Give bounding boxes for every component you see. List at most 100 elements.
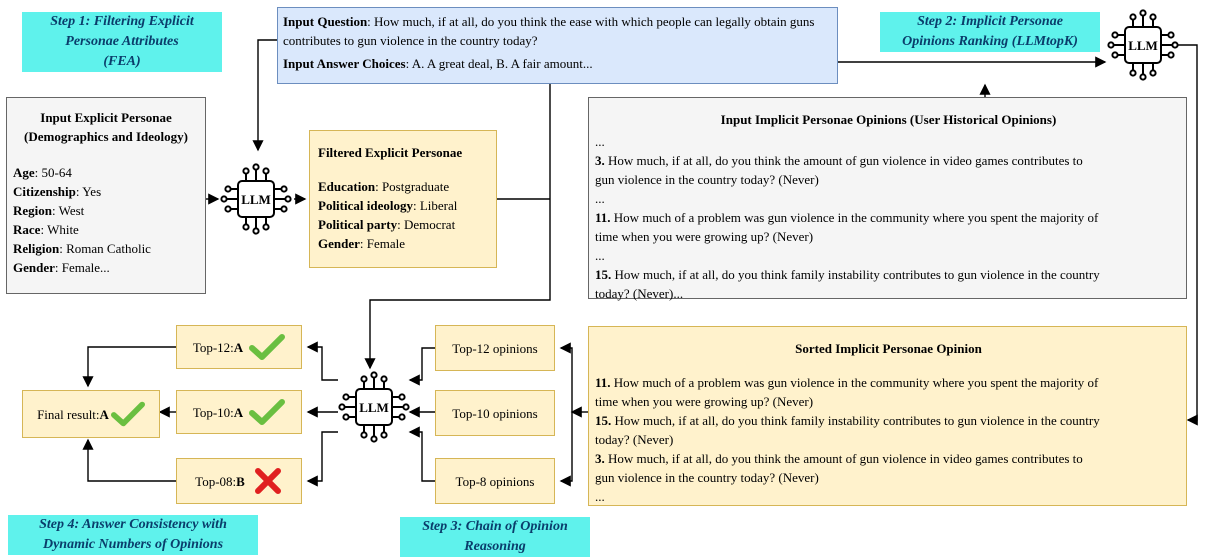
opinion-text: How much, if at all, do you think the am…: [604, 451, 1083, 466]
implicit-opinions-list: ...3. How much, if at all, do you think …: [595, 132, 1182, 303]
arrow-ans12-to-final: [82, 346, 176, 388]
attribute-key: Age: [13, 165, 35, 180]
opinion-line: today? (Never): [595, 430, 1182, 449]
arrow-llm3-to-ans12: [306, 341, 338, 381]
explicit-personae-title: Input Explicit Personae (Demographics an…: [24, 110, 188, 144]
attribute-key: Gender: [13, 260, 55, 275]
opinion-set-top10: Top-10 opinions: [435, 390, 555, 436]
opinion-text: ...: [595, 191, 605, 206]
arrow-to-llm3: [364, 84, 551, 370]
attribute-row: Gender: Female: [318, 234, 488, 253]
attribute-row: Religion: Roman Catholic: [13, 239, 199, 258]
opinion-line: ...: [595, 132, 1182, 151]
attribute-row: Age: 50-64: [13, 163, 199, 182]
opinion-text: How much, if at all, do you think the am…: [604, 153, 1083, 168]
attribute-key: Region: [13, 203, 52, 218]
opinion-text: How much, if at all, do you think family…: [611, 267, 1100, 282]
question-label: Input Question: [283, 14, 368, 29]
input-question-box: Input Question: How much, if at all, do …: [277, 7, 838, 84]
opinion-line: ...: [595, 487, 1182, 506]
final-result-box: Final result: A: [22, 390, 160, 438]
filtered-explicit-personae-box: Filtered Explicit Personae Education: Po…: [309, 130, 497, 268]
opinion-text: time when you were growing up? (Never): [595, 394, 814, 409]
cross-icon: [254, 468, 281, 494]
llm-label: LLM: [359, 400, 389, 415]
arrow-top12-to-llm3: [408, 347, 435, 386]
opinion-text: gun violence in the country today? (Neve…: [595, 172, 819, 187]
step2-caption: Step 2: Implicit Personae Opinions Ranki…: [880, 12, 1100, 52]
attribute-key: Gender: [318, 236, 360, 251]
answer-top10: Top-10: A: [176, 390, 302, 434]
llm-label: LLM: [1128, 38, 1158, 53]
opinion-line: 3. How much, if at all, do you think the…: [595, 449, 1182, 468]
opinion-line: gun violence in the country today? (Neve…: [595, 170, 1182, 189]
cpu-chip-icon: LLM: [1107, 9, 1179, 81]
attribute-value: : Liberal: [412, 198, 458, 213]
answer-choices-text: : A. A great deal, B. A fair amount...: [405, 56, 593, 71]
attribute-row: Gender: Female...: [13, 258, 199, 277]
opinion-number: 15.: [595, 413, 612, 428]
cpu-chip-icon: LLM: [220, 163, 292, 235]
attribute-row: Political ideology: Liberal: [318, 196, 488, 215]
attribute-row: Region: West: [13, 201, 199, 220]
step3-caption: Step 3: Chain of Opinion Reasoning: [400, 517, 590, 557]
question-text: : How much, if at all, do you think the …: [283, 14, 815, 48]
opinion-text: gun violence in the country today? (Neve…: [595, 470, 819, 485]
attribute-value: : West: [52, 203, 85, 218]
opinion-text: today? (Never): [595, 432, 674, 447]
opinion-line: today? (Never)...: [595, 284, 1182, 303]
attribute-row: Race: White: [13, 220, 199, 239]
check-icon: [249, 399, 286, 425]
step4-caption: Step 4: Answer Consistency with Dynamic …: [8, 515, 258, 555]
arrow-ans08-to-final: [82, 438, 176, 482]
attribute-row: Political party: Democrat: [318, 215, 488, 234]
attribute-value: : Yes: [75, 184, 102, 199]
answer-choices-label: Input Answer Choices: [283, 56, 406, 71]
llm-chip-reason: LLM: [336, 370, 412, 444]
opinion-text: How much, if at all, do you think family…: [611, 413, 1100, 428]
step1-caption: Step 1: Filtering Explicit Personae Attr…: [22, 12, 222, 72]
answer-top08: Top-08: B: [176, 458, 302, 504]
opinion-line: time when you were growing up? (Never): [595, 392, 1182, 411]
attribute-key: Citizenship: [13, 184, 76, 199]
attribute-value: : Female...: [54, 260, 110, 275]
opinion-line: 11. How much of a problem was gun violen…: [595, 373, 1182, 392]
attribute-value: : 50-64: [34, 165, 72, 180]
arrow-sorted-to-top12: [559, 342, 573, 475]
attribute-key: Political party: [318, 217, 398, 232]
sorted-opinions-title: Sorted Implicit Personae Opinion: [795, 341, 982, 356]
opinion-number: 3.: [595, 451, 605, 466]
opinion-number: 11.: [595, 210, 611, 225]
cpu-chip-icon: LLM: [338, 371, 410, 443]
opinion-text: How much of a problem was gun violence i…: [610, 210, 1099, 225]
input-explicit-personae-box: Input Explicit Personae (Demographics an…: [6, 97, 206, 294]
opinion-text: ...: [595, 489, 605, 504]
attribute-value: : Democrat: [397, 217, 456, 232]
opinion-set-top12: Top-12 opinions: [435, 325, 555, 371]
opinion-text: ...: [595, 248, 605, 263]
attribute-key: Race: [13, 222, 41, 237]
opinion-text: time when you were growing up? (Never): [595, 229, 814, 244]
answer-top12: Top-12: A: [176, 325, 302, 369]
check-icon: [110, 401, 145, 427]
opinion-line: gun violence in the country today? (Neve…: [595, 468, 1182, 487]
opinion-number: 11.: [595, 375, 611, 390]
implicit-opinions-title: Input Implicit Personae Opinions (User H…: [720, 112, 1057, 127]
attribute-key: Political ideology: [318, 198, 413, 213]
opinion-number: 15.: [595, 267, 612, 282]
opinion-line: 15. How much, if at all, do you think fa…: [595, 411, 1182, 430]
opinion-line: ...: [595, 246, 1182, 265]
llm-chip-rank: LLM: [1105, 8, 1181, 82]
opinion-line: 11. How much of a problem was gun violen…: [595, 208, 1182, 227]
attribute-row: Citizenship: Yes: [13, 182, 199, 201]
opinion-line: 15. How much, if at all, do you think fa…: [595, 265, 1182, 284]
arrow-sorted-to-top8: [559, 475, 573, 487]
attribute-value: : White: [40, 222, 79, 237]
llm-chip-filter: LLM: [218, 162, 294, 236]
opinion-line: 3. How much, if at all, do you think the…: [595, 151, 1182, 170]
filtered-personae-title: Filtered Explicit Personae: [318, 145, 463, 160]
sorted-opinions-box: Sorted Implicit Personae Opinion 11. How…: [588, 326, 1187, 506]
attribute-value: : Roman Catholic: [59, 241, 151, 256]
